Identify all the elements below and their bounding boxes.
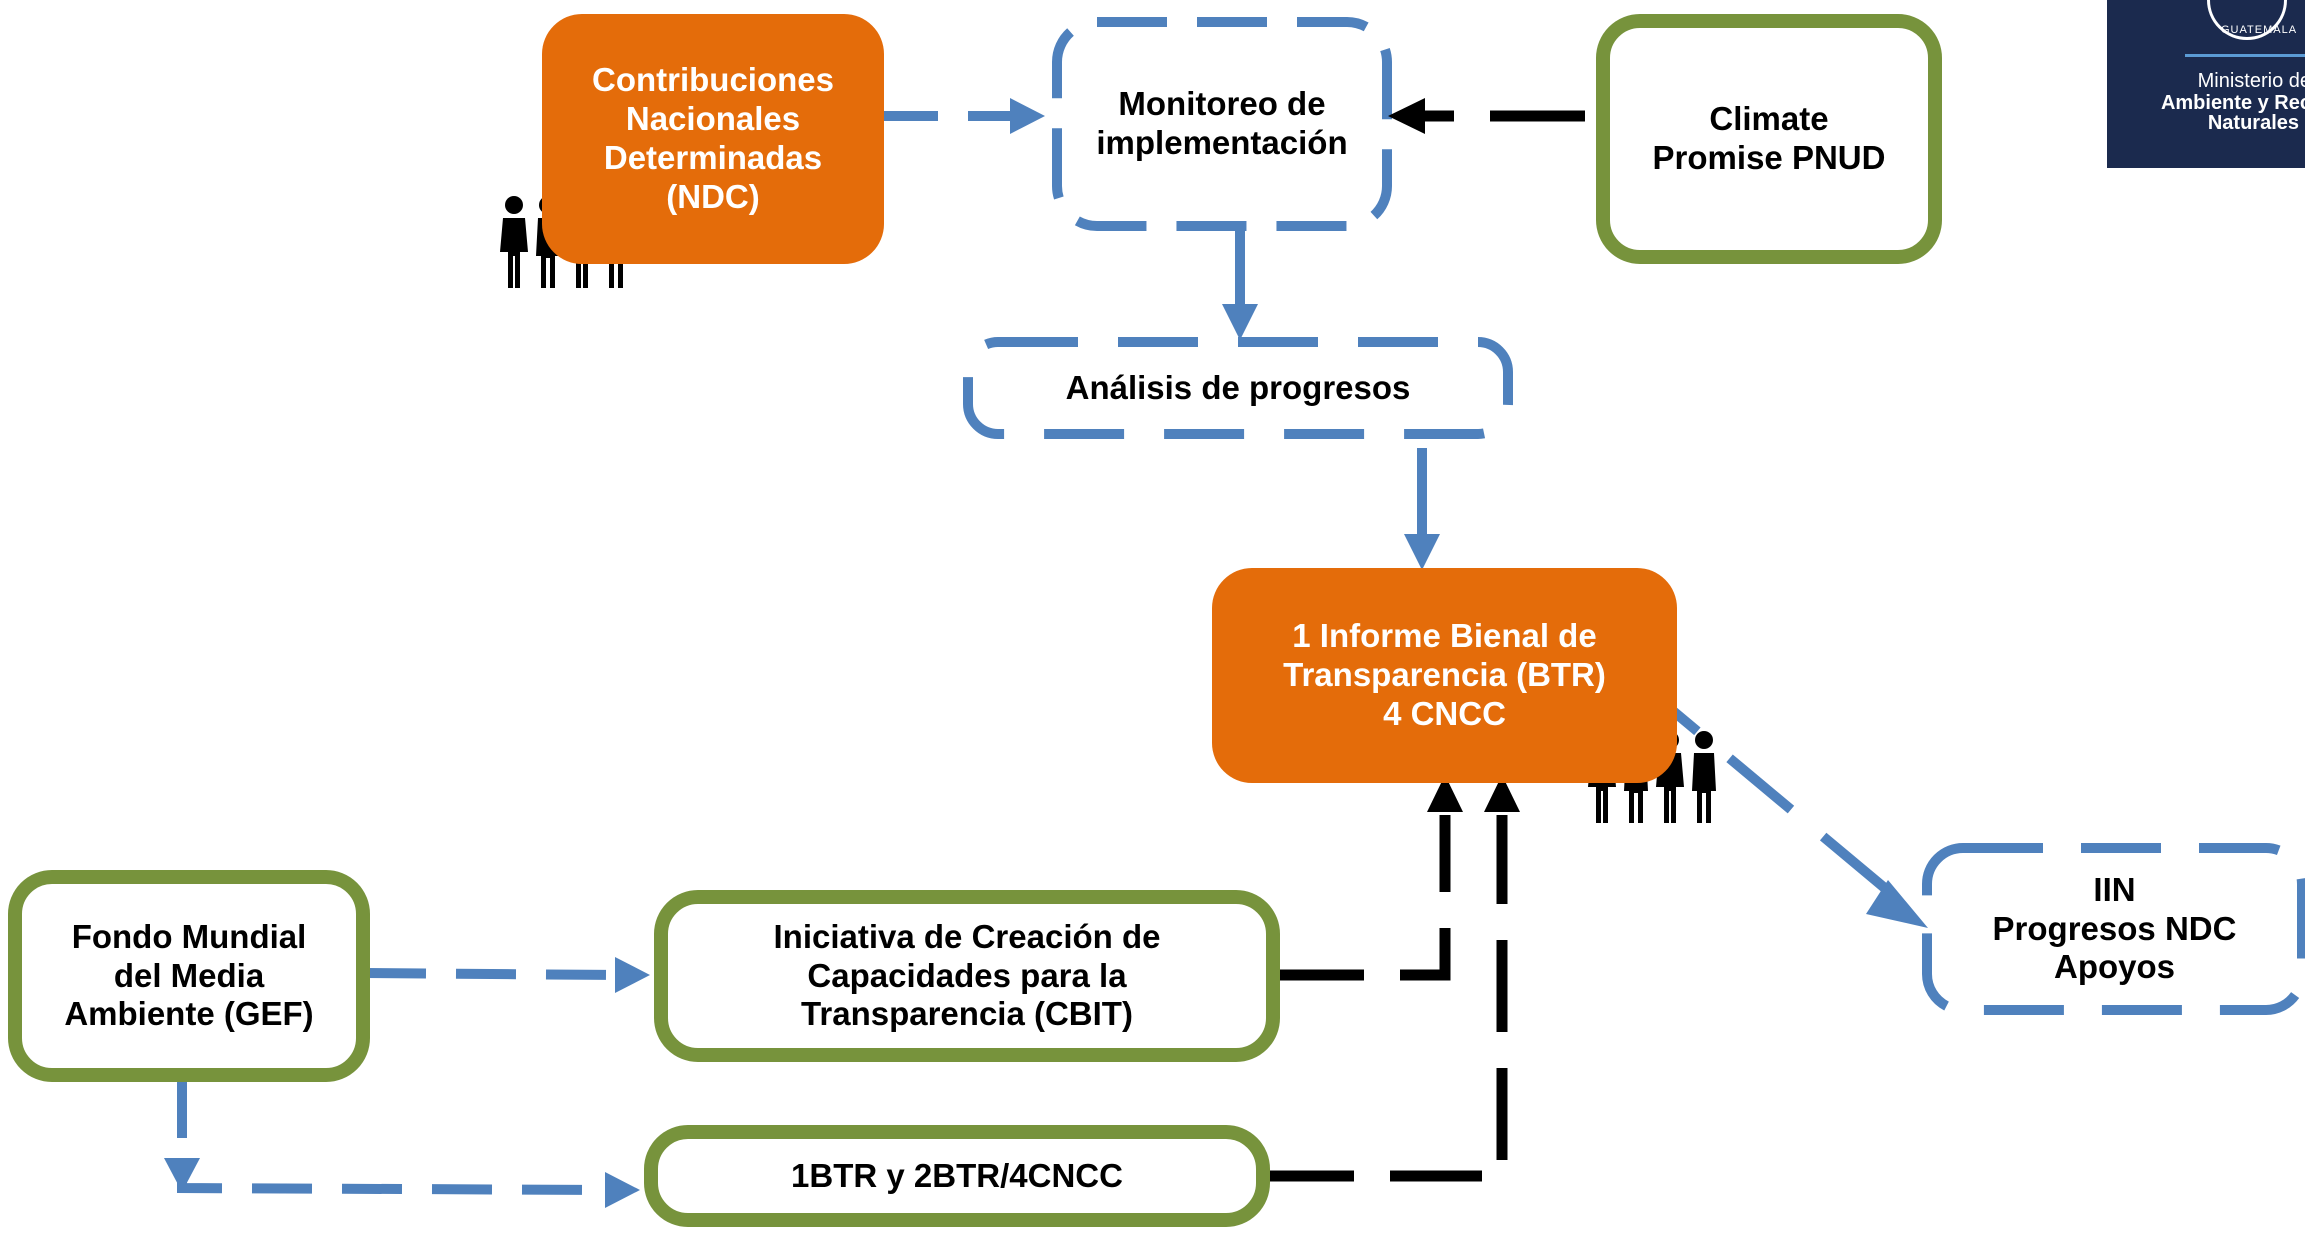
iin-node: IIN Progresos NDC Apoyos [1932,853,2297,1005]
connector-gef-btr2 [177,1078,609,1195]
gef-node: Fondo Mundial del Media Ambiente (GEF) [8,870,370,1082]
logo-divider [2185,54,2305,57]
climate-label: Climate Promise PNUD [1652,100,1886,176]
ministry-line3: Naturales [2207,112,2299,134]
monitoreo-node: Monitoreo de implementación [1062,27,1382,221]
arrowhead-ndc-monitoreo [1010,98,1045,134]
monitoreo-label: Monitoreo de implementación [1096,85,1348,161]
connector-btr-iin [1632,676,1909,909]
ministry-logo: GUATEMALA Ministerio de Ambiente y Rec N… [2107,0,2305,168]
connector-btr2-btr [1262,815,1508,1182]
btr-label: 1 Informe Bienal de Transparencia (BTR) … [1283,617,1606,732]
ndc-label: Contribuciones Nacionales Determinadas (… [591,61,834,215]
arrowhead-gef-btr2-down [164,1158,200,1192]
ndc-node: Contribuciones Nacionales Determinadas (… [542,14,884,264]
cbit-label: Iniciativa de Creación de Capacidades pa… [773,917,1161,1033]
monitoreo-border [1052,17,1392,231]
arrowhead-climate-monitoreo [1388,98,1425,134]
arrowhead-btr2-btr [1484,775,1520,812]
ministry-line1: Ministerio de [2197,70,2305,92]
connector-gef-cbit [365,968,616,980]
btr2-label: 1BTR y 2BTR/4CNCC [791,1156,1123,1194]
gef-label: Fondo Mundial del Media Ambiente (GEF) [64,917,314,1033]
arrowhead-gef-btr2 [605,1172,640,1208]
arrowhead-monitoreo-analisis [1222,304,1258,340]
analisis-label: Análisis de progresos [1065,368,1411,406]
climate-node: Climate Promise PNUD [1596,14,1942,264]
cbit-node: Iniciativa de Creación de Capacidades pa… [654,890,1280,1062]
connector-cbit-btr [1272,815,1451,981]
ministry-line2: Ambiente y Rec [2160,92,2305,114]
analisis-node: Análisis de progresos [972,346,1504,430]
iin-border [1922,843,2305,1015]
btr-node: 1 Informe Bienal de Transparencia (BTR) … [1212,568,1677,783]
arrowhead-analisis-btr [1404,534,1440,570]
btr2-node: 1BTR y 2BTR/4CNCC [644,1125,1270,1227]
iin-label: IIN Progresos NDC Apoyos [1992,870,2237,986]
seal-text: GUATEMALA [2221,24,2298,36]
arrowhead-gef-cbit [615,957,650,993]
analisis-border [963,337,1513,439]
arrowhead-btr-iin [1866,880,1928,928]
arrowhead-cbit-btr [1427,775,1463,812]
